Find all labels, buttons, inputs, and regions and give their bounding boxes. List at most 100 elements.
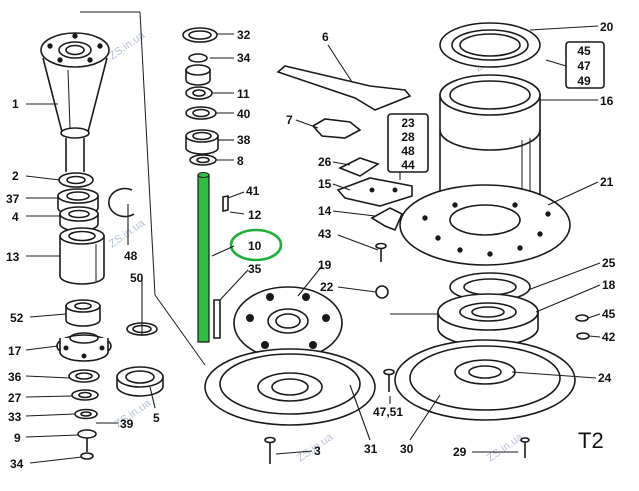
callout-2: 2: [12, 169, 19, 183]
callout-40: 40: [237, 107, 251, 121]
callout-43: 43: [318, 227, 332, 241]
group-a-item-2: 47: [577, 59, 591, 73]
part-35-spline: [213, 299, 221, 339]
part-34-bolt: [80, 452, 94, 460]
callout-31: 31: [364, 442, 378, 456]
part-18-hub: [437, 293, 539, 347]
callout-4: 4: [12, 210, 19, 224]
callout-24: 24: [598, 371, 612, 385]
callout-33: 33: [8, 410, 22, 424]
part-38-bearing: [185, 129, 219, 155]
part-13-sleeve: [59, 227, 105, 285]
callout-3: 3: [314, 444, 321, 458]
part-21-disc: [399, 184, 571, 266]
callout-42: 42: [602, 330, 616, 344]
callout-12: 12: [248, 208, 262, 222]
part-33-nut: [74, 408, 98, 420]
sheet-label: T2: [578, 428, 604, 453]
callout-41: 41: [246, 184, 260, 198]
callout-38: 38: [237, 133, 251, 147]
part-36-washer: [68, 369, 100, 383]
callout-10: 10: [248, 239, 262, 253]
callout-group-a: 45 47 49: [545, 41, 605, 89]
callout-26: 26: [318, 155, 332, 169]
watermark-7: ZS.in.ua: [485, 431, 526, 465]
callout-48: 48: [124, 249, 138, 263]
callout-14: 14: [318, 204, 332, 218]
group-b-item-1: 23: [401, 116, 415, 130]
part-45-nut: [575, 314, 589, 322]
blade-holder-assembly: [204, 65, 413, 464]
leader-lines: [25, 25, 601, 464]
part-5-ring: [116, 366, 164, 397]
part-3-bolt: [264, 436, 276, 464]
part-22-ball: [375, 285, 389, 299]
part-9-pin: [77, 429, 97, 452]
callout-20: 20: [600, 20, 614, 34]
part-32-ring: [182, 27, 218, 43]
part-14-blade: [370, 207, 404, 232]
callout-50: 50: [130, 271, 144, 285]
spindle-housing-assembly: [40, 32, 164, 460]
part-15-blade-holder: [336, 177, 413, 207]
part-42-nut: [576, 332, 590, 340]
part-31-drum: [204, 348, 376, 426]
callout-22: 22: [320, 280, 334, 294]
callout-37: 37: [6, 192, 20, 206]
group-b-item-3: 48: [401, 144, 415, 158]
part-6-bracket: [276, 65, 412, 111]
callout-5: 5: [153, 411, 160, 425]
callout-35: 35: [248, 262, 262, 276]
part-11-bearing: [185, 86, 213, 100]
callout-6: 6: [322, 30, 329, 44]
callout-21: 21: [600, 175, 614, 189]
callout-1: 1: [12, 97, 19, 111]
callout-8: 8: [237, 154, 244, 168]
callout-45: 45: [602, 307, 616, 321]
part-40-washer: [185, 106, 217, 120]
callout-32: 32: [237, 28, 251, 42]
part-2-ring: [58, 172, 94, 188]
callout-29: 29: [453, 445, 467, 459]
part-4751-bolt: [383, 368, 395, 392]
callout-16: 16: [600, 94, 614, 108]
part-10-shaft-highlighted[interactable]: [197, 172, 210, 343]
callout-30: 30: [400, 442, 414, 456]
callout-27: 27: [8, 391, 22, 405]
part-4-bearing: [59, 206, 99, 232]
part-26-plate: [338, 157, 380, 177]
part-52-collar: [65, 299, 101, 327]
part-30-disc: [394, 339, 576, 421]
part-19-disc: [233, 286, 343, 360]
callout-11: 11: [237, 87, 250, 101]
part-29-bolt: [520, 437, 530, 458]
part-41-key: [222, 195, 229, 212]
part-34-bearing-top: [185, 53, 211, 86]
watermark-2: ZS.in.ua: [107, 217, 148, 251]
callout-labels: 1 2 37 4 13 52 17 36 27 33 9 34 39 5 50 …: [6, 20, 616, 471]
callout-group-b: 23 28 48 44: [387, 113, 429, 180]
callout-34-top: 34: [237, 51, 251, 65]
part-7-clip: [311, 118, 362, 139]
group-b-item-2: 28: [401, 130, 415, 144]
part-20-cover: [439, 22, 541, 68]
part-48-circlip: [108, 187, 135, 218]
part-8-ring: [189, 154, 217, 166]
part-1-housing: [40, 32, 110, 172]
callout-9: 9: [14, 431, 21, 445]
callout-19: 19: [318, 258, 332, 272]
group-b-item-4: 44: [401, 158, 415, 172]
group-a-item-1: 45: [577, 44, 591, 58]
callout-39: 39: [120, 417, 134, 431]
callout-36: 36: [8, 370, 22, 384]
callout-52: 52: [10, 311, 24, 325]
drum-assembly: [394, 22, 590, 458]
highlight-ring-part-10: [229, 228, 283, 262]
callout-15: 15: [318, 177, 332, 191]
callout-25: 25: [602, 256, 616, 270]
shaft-assembly: [182, 27, 229, 343]
part-43-bolt: [375, 242, 387, 262]
callout-17: 17: [8, 344, 22, 358]
